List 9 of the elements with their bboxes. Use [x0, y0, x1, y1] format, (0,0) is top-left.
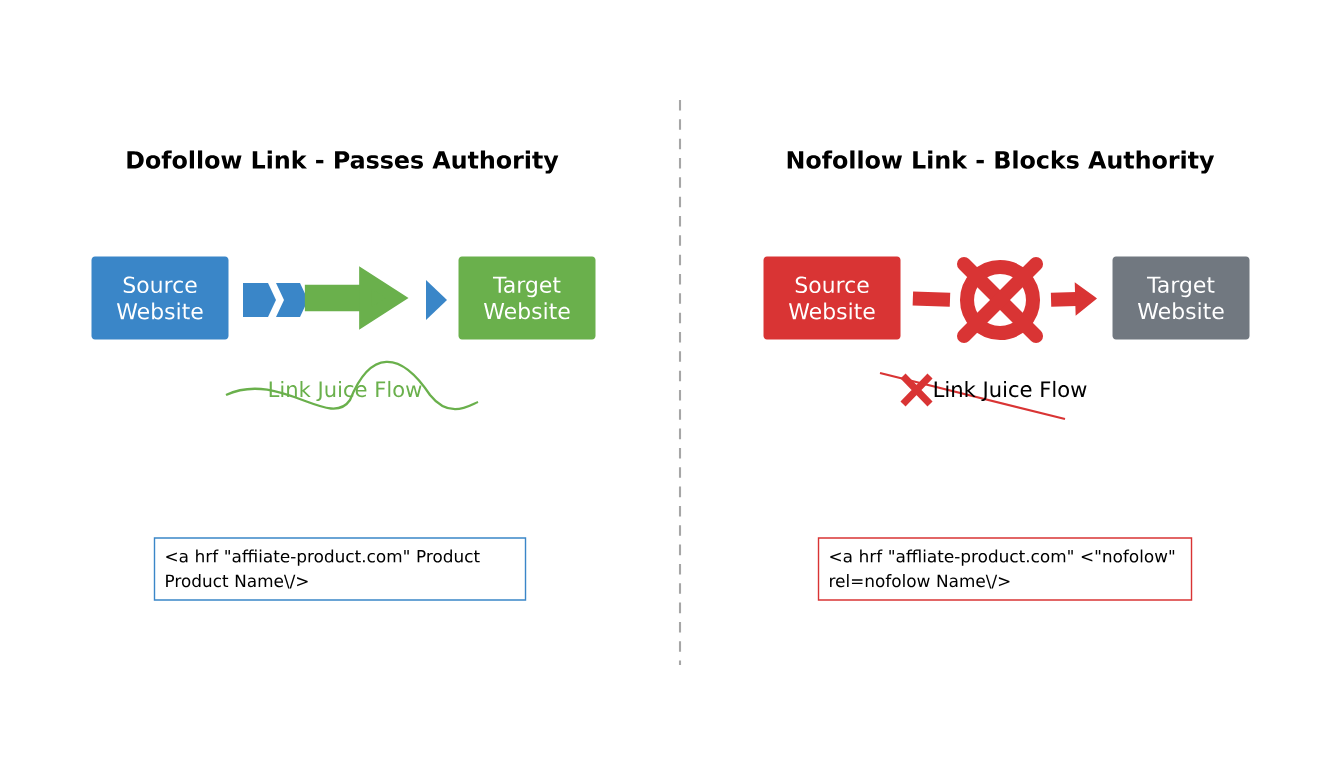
section-title: Nofollow Link - Blocks Authority	[787, 150, 1215, 174]
website-box: Target Website	[458, 256, 596, 340]
website-box: Target Website	[1112, 256, 1250, 340]
code-box: <a hrf "affliate-product.com" <"nofolow" rel=nofolow Name\/>	[817, 537, 1193, 601]
blocked-symbol	[957, 257, 1044, 344]
section-title: Dofollow Link - Passes Authority	[127, 150, 559, 174]
code-box: <a hrf "affiiate-product.com" Product Product Name\/>	[153, 537, 527, 601]
website-box: Source Website	[91, 256, 229, 340]
website-box: Source Website	[763, 256, 901, 340]
